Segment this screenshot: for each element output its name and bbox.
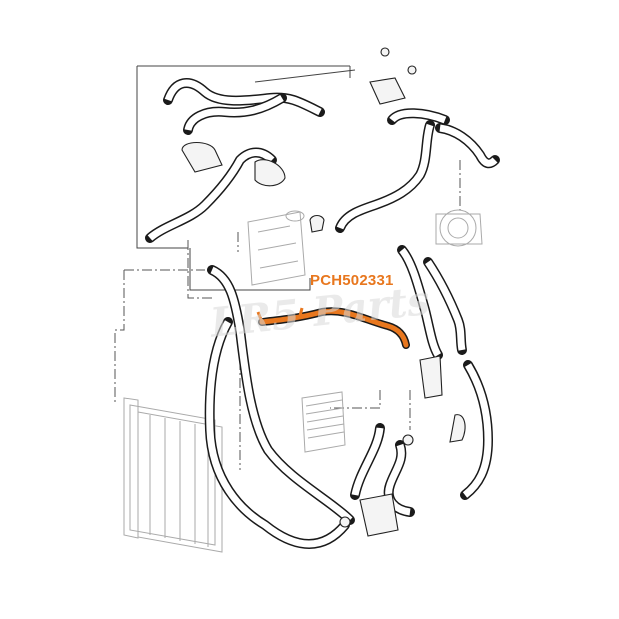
highlighted-hose[interactable] bbox=[256, 307, 410, 349]
expansion-tank bbox=[247, 210, 306, 286]
throttle-body bbox=[435, 209, 483, 247]
leader-lines bbox=[114, 65, 461, 470]
upper-hoses bbox=[145, 78, 325, 243]
main-coolant-pipes bbox=[204, 265, 385, 549]
lower-fittings bbox=[339, 434, 415, 537]
oil-cooler bbox=[301, 391, 346, 453]
part-number-label[interactable]: PCH502331 bbox=[310, 272, 394, 289]
right-hoses bbox=[397, 245, 493, 500]
upper-right-hoses bbox=[309, 47, 500, 233]
